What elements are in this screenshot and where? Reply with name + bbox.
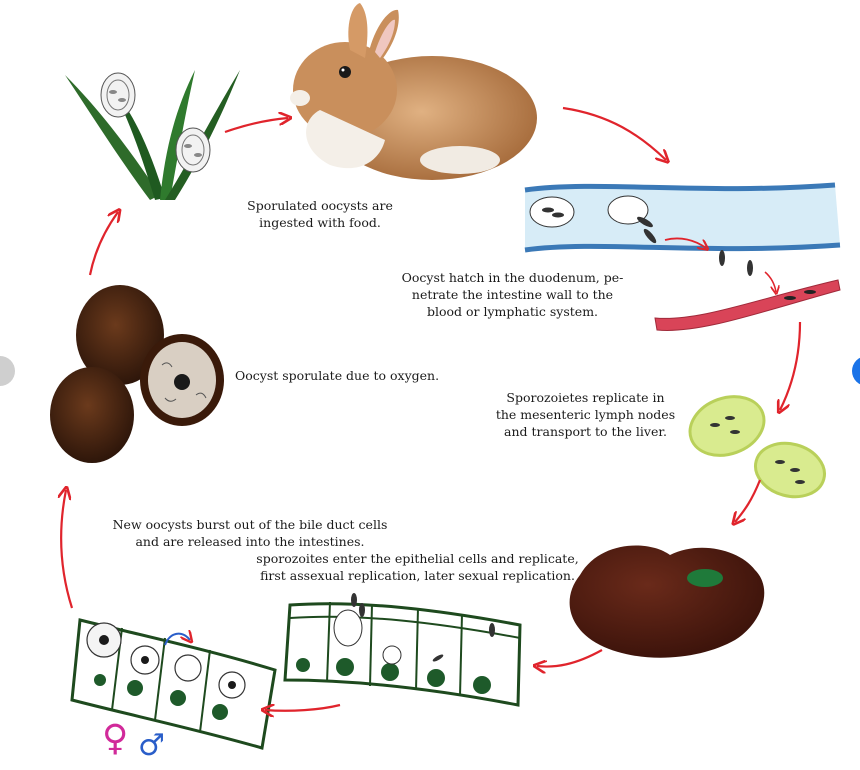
label-burst: New oocysts burst out of the bile duct c… xyxy=(100,517,400,551)
label-replicate: Sporozoietes replicate in the mesenteric… xyxy=(488,390,683,441)
label-hatch: Oocyst hatch in the duodenum, pe- netrat… xyxy=(395,270,630,321)
sporulating-oocysts xyxy=(50,285,224,463)
intestine-tube xyxy=(525,185,840,266)
label-sporulate: Oocyst sporulate due to oxygen. xyxy=(235,368,465,385)
female-symbol: ♀ xyxy=(102,718,128,759)
label-epithelial: sporozoites enter the epithelial cells a… xyxy=(250,551,585,585)
grass-with-oocysts xyxy=(65,70,240,200)
liver xyxy=(570,545,765,657)
epithelial-cells-middle xyxy=(285,593,520,705)
rabbit xyxy=(290,3,537,180)
label-ingested: Sporulated oocysts are ingested with foo… xyxy=(225,198,415,232)
blood-vessel xyxy=(655,260,840,330)
male-symbol: ♂ xyxy=(138,728,165,763)
